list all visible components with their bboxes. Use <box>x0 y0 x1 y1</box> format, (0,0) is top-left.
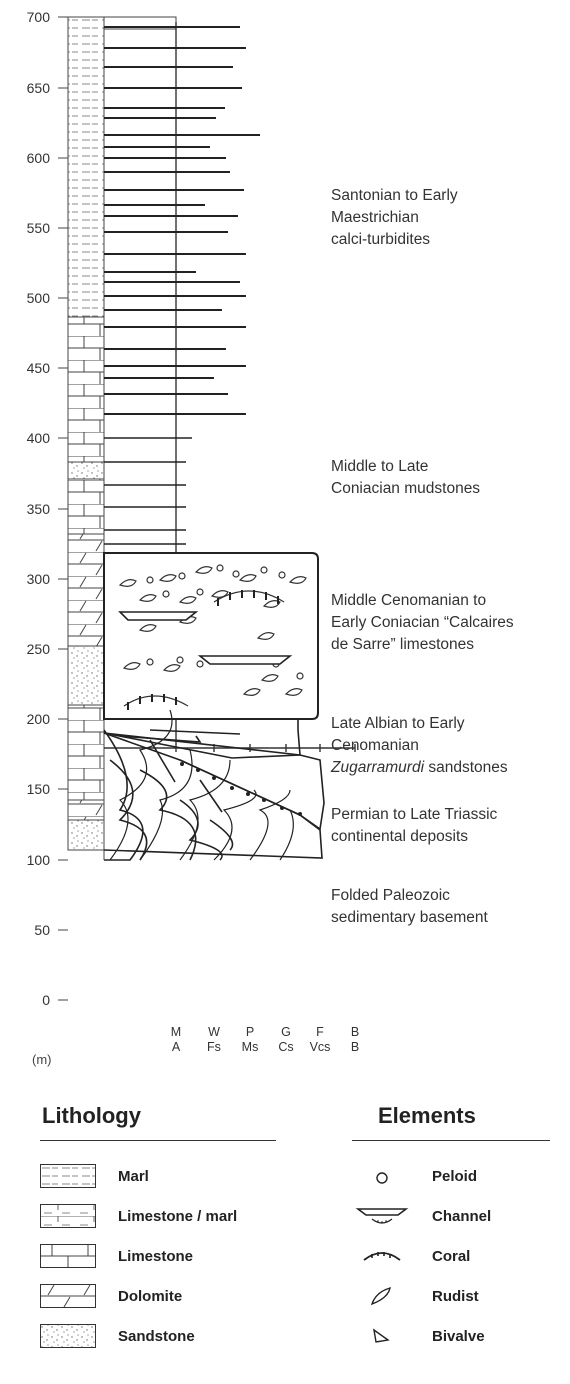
rudist-icon <box>354 1284 410 1308</box>
bivalve-icon <box>354 1324 410 1348</box>
depth-tick-label: 250 <box>6 642 50 656</box>
turbidite-beds <box>104 27 260 414</box>
grain-size-bottom-label: B <box>341 1040 369 1054</box>
depth-tick-label: 50 <box>6 923 50 937</box>
grain-size-top-label: B <box>341 1025 369 1039</box>
peloid-icon <box>354 1164 410 1188</box>
depth-tick-label: 650 <box>6 81 50 95</box>
depth-tick-label: 300 <box>6 572 50 586</box>
elements-legend-title: Elements <box>378 1103 476 1129</box>
depth-tick-label: 350 <box>6 502 50 516</box>
marl-swatch <box>40 1164 96 1188</box>
legend-item-channel: Channel <box>354 1204 491 1228</box>
legend-item-sandstone: Sandstone <box>40 1324 195 1348</box>
lithology-legend-rule <box>40 1140 276 1141</box>
depth-tick-label: 700 <box>6 10 50 24</box>
legend-item-bivalve: Bivalve <box>354 1324 485 1348</box>
dolomite-swatch <box>40 1284 96 1308</box>
depth-tick-label: 200 <box>6 712 50 726</box>
grain-size-top-label: F <box>306 1025 334 1039</box>
limestone-marl-swatch <box>40 1204 96 1228</box>
lithology-column <box>68 17 104 850</box>
sandstone-swatch <box>40 1324 96 1348</box>
legend-item-coral: Coral <box>354 1244 470 1268</box>
depth-tick-label: 500 <box>6 291 50 305</box>
legend-item-dolomite: Dolomite <box>40 1284 182 1308</box>
grain-size-top-label: G <box>272 1025 300 1039</box>
depth-tick-label: 150 <box>6 782 50 796</box>
unit-label: (m) <box>32 1052 52 1067</box>
limestone-swatch <box>40 1244 96 1268</box>
grain-size-top-label: P <box>236 1025 264 1039</box>
grain-size-bottom-label: Cs <box>272 1040 300 1054</box>
grain-size-top-label: M <box>162 1025 190 1039</box>
legend-item-rudist: Rudist <box>354 1284 479 1308</box>
channel-icon <box>354 1204 410 1228</box>
grain-size-bottom-label: A <box>162 1040 190 1054</box>
depth-tick-label: 400 <box>6 431 50 445</box>
legend-item-marl: Marl <box>40 1164 149 1188</box>
depth-tick-label: 0 <box>6 993 50 1007</box>
depth-tick-label: 450 <box>6 361 50 375</box>
grain-size-top-label: W <box>200 1025 228 1039</box>
lithology-legend-title: Lithology <box>42 1103 141 1129</box>
mudstone-beds <box>104 438 192 544</box>
limestone-unit <box>104 553 318 719</box>
legend-item-limestone-marl: Limestone / marl <box>40 1204 237 1228</box>
coral-icon <box>354 1244 410 1268</box>
depth-tick-label: 600 <box>6 151 50 165</box>
grain-size-bottom-label: Fs <box>200 1040 228 1054</box>
grain-size-bottom-label: Ms <box>236 1040 264 1054</box>
depth-tick-label: 100 <box>6 853 50 867</box>
legend-item-peloid: Peloid <box>354 1164 477 1188</box>
legend-item-limestone: Limestone <box>40 1244 193 1268</box>
sandstone-dots <box>180 762 302 816</box>
grain-size-bottom-label: Vcs <box>306 1040 334 1054</box>
elements-legend-rule <box>352 1140 550 1141</box>
depth-tick-label: 550 <box>6 221 50 235</box>
